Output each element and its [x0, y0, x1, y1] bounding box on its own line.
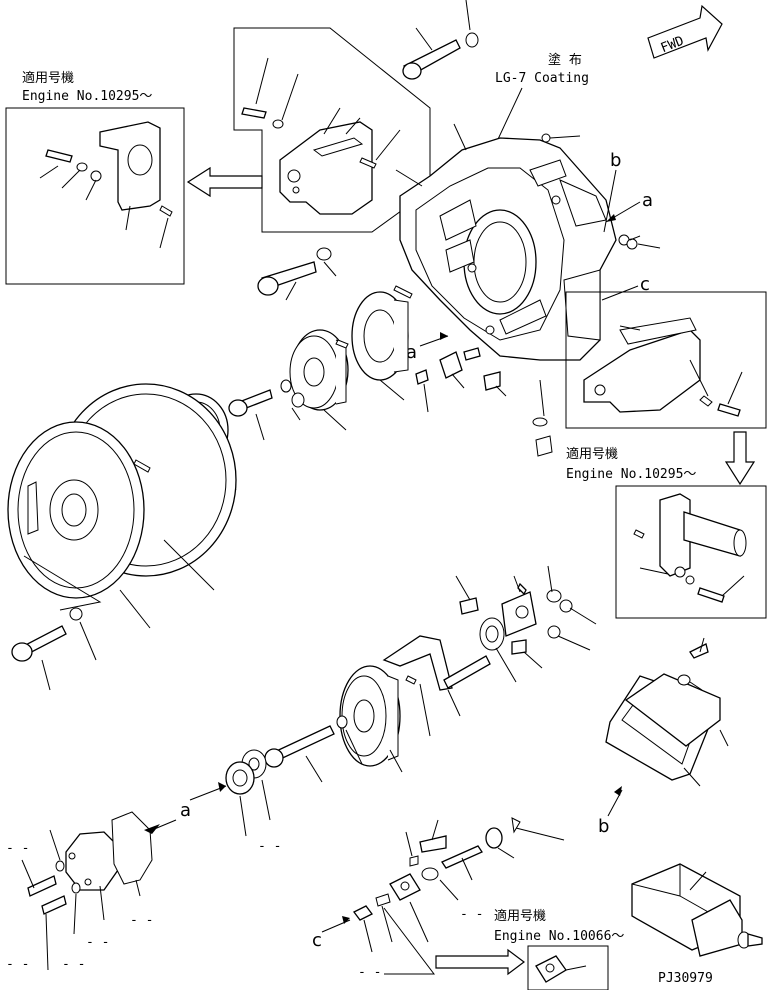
inset-c-frame	[565, 291, 767, 429]
engine-sketch	[631, 863, 763, 957]
callout-c-right: c	[640, 274, 650, 295]
inset-washer-icon	[76, 162, 88, 172]
dash-1: - -	[6, 841, 29, 856]
hub-disc	[289, 329, 349, 431]
callout-a-mid: a	[406, 342, 417, 363]
coating-en-label: LG-7 Coating	[495, 71, 589, 86]
flywheel-housing	[395, 123, 661, 361]
callout-b-top: b	[610, 150, 621, 171]
callout-a-low: a	[180, 800, 191, 821]
pilot-ring	[351, 291, 409, 401]
front-cover	[21, 811, 153, 971]
inset-c-bracket	[583, 317, 743, 417]
top-bolt	[402, 0, 479, 80]
dash-5: - -	[130, 913, 153, 928]
plugs	[415, 347, 553, 457]
coating-jp-label: 塗 布	[548, 52, 582, 68]
damper-group	[339, 565, 597, 773]
center-bolt	[228, 379, 305, 441]
inset-top-left: 適用号機 Engine No.10295～	[5, 70, 185, 285]
callout-c-low: c	[312, 930, 322, 951]
inset-right-bracket	[633, 493, 747, 603]
callout-a-top: a	[642, 190, 653, 211]
inset-bottom-en: Engine No.10066～	[494, 929, 624, 944]
inset-top-left-frame	[5, 107, 185, 285]
inset-top-left-jp: 適用号機	[22, 70, 74, 86]
mount-bracket	[279, 121, 373, 215]
inset-right-jp: 適用号機	[566, 446, 618, 462]
dash-2: - -	[6, 957, 29, 972]
inset-nut-icon	[90, 170, 102, 182]
bracket-group-frame	[233, 27, 431, 233]
inset-bottom-frame	[527, 945, 609, 990]
inset-right-frame	[615, 485, 767, 619]
top-washer-icon	[465, 32, 479, 48]
inset-bottom-arrow-icon	[435, 948, 525, 976]
dash-3: - -	[62, 957, 85, 972]
flywheel-bolt-upper	[257, 247, 337, 301]
drawing-number: PJ30979	[658, 971, 713, 986]
inset-pin-icon	[159, 205, 173, 217]
inset-bolt-icon	[45, 149, 73, 163]
flywheel-bolt-lower	[11, 607, 97, 691]
inset-top-left-en: Engine No.10295～	[22, 89, 152, 104]
inset-bottom-part	[535, 955, 587, 983]
down-arrow-icon	[724, 431, 756, 486]
flywheel	[7, 383, 237, 629]
callout-b-low: b	[598, 816, 609, 837]
bracket-bolt-icon	[241, 107, 267, 119]
sensor-group	[353, 817, 565, 975]
inset-bottom-jp: 適用号機	[494, 908, 546, 924]
pulley-bolt	[225, 715, 363, 837]
inset-arrow-icon	[186, 166, 263, 198]
dash-8: - -	[460, 907, 483, 922]
dowel-pin-icon	[393, 285, 413, 299]
dash-4: - -	[86, 935, 109, 950]
dash-6: - -	[258, 839, 281, 854]
inset-right-en: Engine No.10295～	[566, 467, 696, 482]
dash-7: - -	[358, 965, 381, 980]
inset-bracket-bore	[127, 144, 153, 176]
bracket-group	[241, 57, 401, 215]
fwd-arrow-icon: FWD	[647, 4, 723, 59]
side-cover	[605, 637, 729, 787]
